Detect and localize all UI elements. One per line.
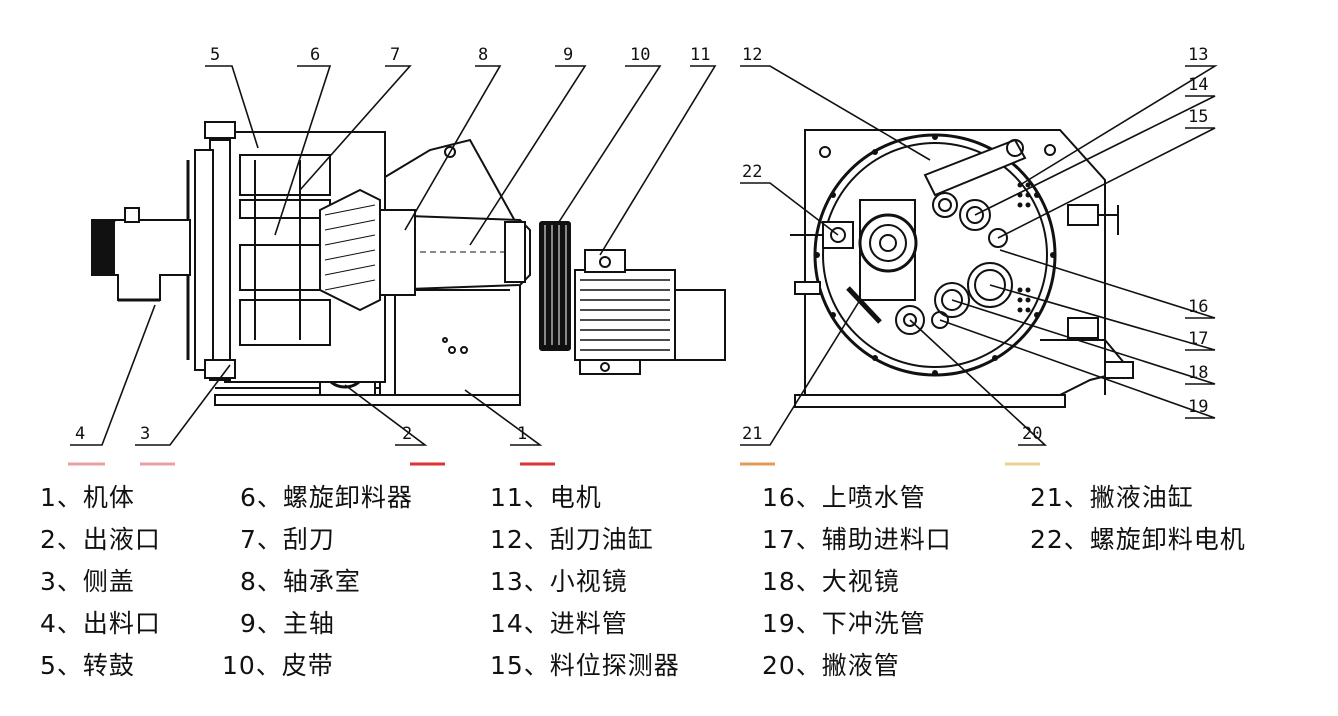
callout-13: 13: [1188, 45, 1208, 65]
legend-item: 3、侧盖: [40, 567, 135, 596]
legend-item: 5、转鼓: [40, 651, 135, 680]
callout-5: 5: [210, 45, 220, 65]
legend-item: 1、机体: [40, 483, 135, 512]
legend-item: 6、螺旋卸料器: [240, 483, 413, 512]
callout-21: 21: [742, 424, 762, 444]
side-section-view: [91, 121, 726, 406]
legend-item: 11、电机: [490, 483, 602, 512]
parts-legend: 1、机体 2、出液口 3、侧盖 4、出料口 5、转鼓 6、螺旋卸料器 7、刮刀 …: [0, 470, 1338, 710]
callout-18: 18: [1188, 363, 1208, 383]
callout-labels: 5 6 7 8 9 10 11 12 13 14 15 22 16 17 18 …: [75, 45, 1208, 444]
callout-20: 20: [1022, 424, 1042, 444]
legend-item: 12、刮刀油缸: [490, 525, 654, 554]
callout-4: 4: [75, 424, 85, 444]
leader-lines: [70, 65, 1218, 446]
legend-item: 19、下冲洗管: [762, 609, 926, 638]
callout-14: 14: [1188, 75, 1208, 95]
legend-item: 21、撇液油缸: [1030, 483, 1194, 512]
legend-item: 14、进料管: [490, 609, 628, 638]
legend-item: 20、撇液管: [762, 651, 900, 680]
callout-22: 22: [742, 162, 762, 182]
legend-item: 17、辅助进料口: [762, 525, 952, 554]
callout-12: 12: [742, 45, 762, 65]
callout-8: 8: [478, 45, 488, 65]
legend-item: 18、大视镜: [762, 567, 900, 596]
legend-item: 4、出料口: [40, 609, 161, 638]
callout-11: 11: [690, 45, 710, 65]
callout-19: 19: [1188, 397, 1208, 417]
callout-3: 3: [140, 424, 150, 444]
legend-item: 7、刮刀: [240, 525, 335, 554]
legend-item: 13、小视镜: [490, 567, 628, 596]
legend-item: 15、料位探测器: [490, 651, 680, 680]
callout-1: 1: [517, 424, 527, 444]
legend-item: 22、螺旋卸料电机: [1030, 525, 1246, 554]
callout-6: 6: [310, 45, 320, 65]
legend-item: 8、轴承室: [240, 567, 361, 596]
callout-2: 2: [402, 424, 412, 444]
front-end-view: [790, 129, 1134, 408]
callout-17: 17: [1188, 329, 1208, 349]
callout-9: 9: [563, 45, 573, 65]
legend-item: 9、主轴: [240, 609, 335, 638]
callout-10: 10: [630, 45, 650, 65]
callout-15: 15: [1188, 107, 1208, 127]
legend-item: 10、皮带: [222, 651, 334, 680]
legend-item: 2、出液口: [40, 525, 161, 554]
callout-7: 7: [390, 45, 400, 65]
legend-item: 16、上喷水管: [762, 483, 926, 512]
callout-16: 16: [1188, 297, 1208, 317]
